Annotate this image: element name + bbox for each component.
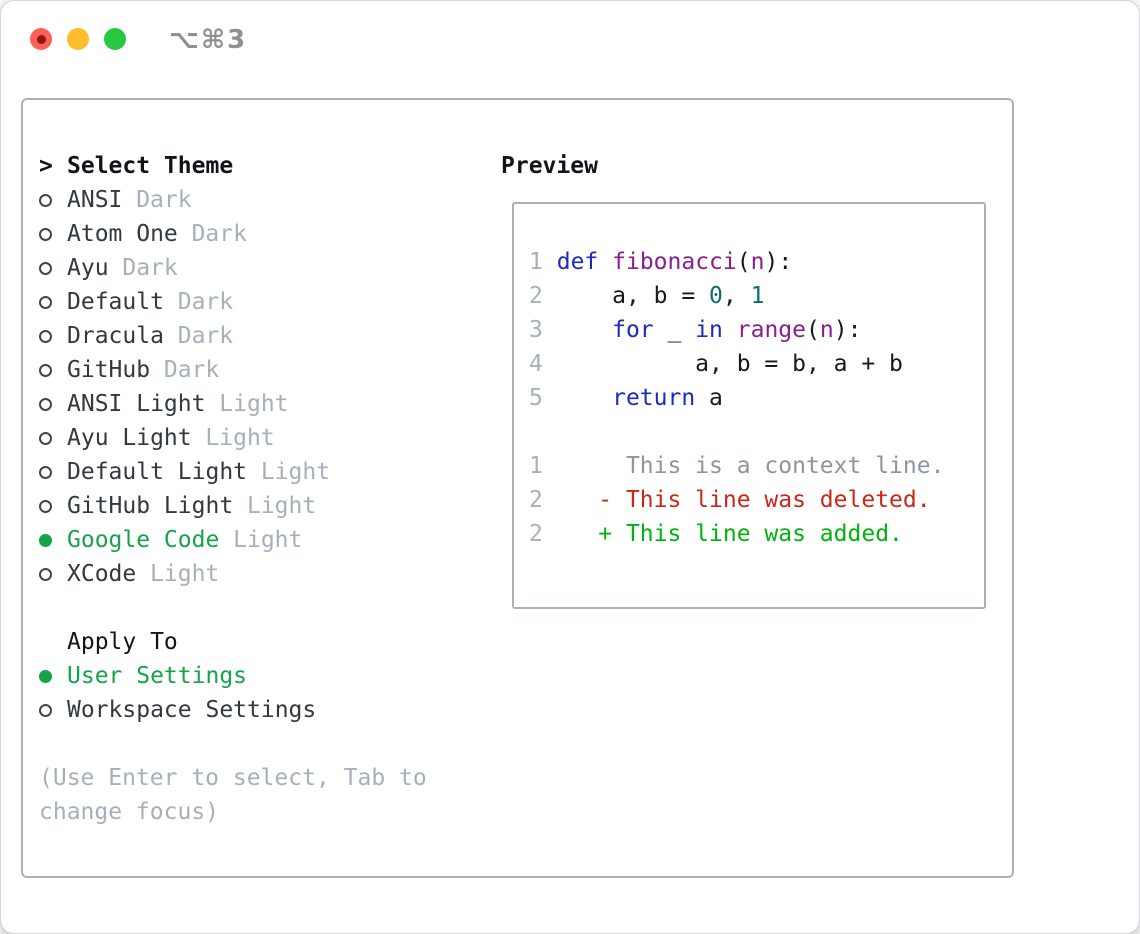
theme-list-title: Select Theme bbox=[67, 153, 234, 179]
theme-option-google-code[interactable]: Google Code Light bbox=[39, 523, 427, 557]
diff-line-add: 2 + This line was added. bbox=[529, 521, 903, 547]
theme-option-ansi-light[interactable]: ANSI Light Light bbox=[39, 387, 427, 421]
radio-icon bbox=[39, 669, 67, 683]
theme-name: Atom One bbox=[67, 221, 178, 247]
theme-option-ansi[interactable]: ANSI Dark bbox=[39, 183, 427, 217]
theme-name: ANSI Light bbox=[67, 391, 206, 417]
diff-line-del: 2 - This line was deleted. bbox=[529, 487, 931, 513]
apply-option-name: Workspace Settings bbox=[67, 697, 317, 723]
radio-icon bbox=[39, 499, 67, 513]
line-number: 2 bbox=[529, 521, 543, 547]
code-line: 5 return a bbox=[529, 385, 723, 411]
theme-variant-tag: Dark bbox=[163, 357, 220, 383]
preview-title: Preview bbox=[501, 153, 598, 179]
code-line: 4 a, b = b, a + b bbox=[529, 351, 903, 377]
theme-variant-tag: Light bbox=[219, 391, 289, 417]
theme-option-github[interactable]: GitHub Dark bbox=[39, 353, 427, 387]
theme-name: Default Light bbox=[67, 459, 248, 485]
apply-option-workspace-settings[interactable]: Workspace Settings bbox=[39, 693, 427, 727]
apply-to-header: Apply To bbox=[39, 625, 427, 659]
theme-name: Default bbox=[67, 289, 164, 315]
apply-option-name: User Settings bbox=[67, 663, 248, 689]
theme-variant-tag: Light bbox=[246, 493, 317, 519]
apply-option-user-settings[interactable]: User Settings bbox=[39, 659, 427, 693]
theme-option-dracula[interactable]: Dracula Dark bbox=[39, 319, 427, 353]
radio-icon bbox=[39, 363, 67, 377]
code-line: 3 for _ in range(n): bbox=[529, 317, 862, 343]
theme-name: Ayu bbox=[67, 255, 109, 281]
cursor-icon: > bbox=[39, 153, 53, 179]
spacer bbox=[39, 591, 427, 625]
theme-variant-tag: Light bbox=[260, 459, 331, 485]
radio-icon bbox=[39, 329, 67, 343]
apply-to-title: Apply To bbox=[67, 629, 178, 655]
theme-variant-tag: Dark bbox=[177, 323, 234, 349]
line-number: 4 bbox=[529, 351, 543, 377]
theme-option-ayu[interactable]: Ayu Dark bbox=[39, 251, 427, 285]
radio-icon bbox=[39, 261, 67, 275]
radio-icon bbox=[39, 703, 67, 717]
line-number: 3 bbox=[529, 317, 543, 343]
theme-name: XCode bbox=[67, 561, 137, 587]
close-button[interactable] bbox=[30, 28, 52, 50]
radio-icon bbox=[39, 533, 67, 547]
theme-name: GitHub Light bbox=[67, 493, 234, 519]
theme-option-github-light[interactable]: GitHub Light Light bbox=[39, 489, 427, 523]
theme-variant-tag: Light bbox=[233, 527, 303, 553]
theme-name: ANSI bbox=[67, 187, 123, 213]
minimize-button[interactable] bbox=[67, 28, 89, 50]
theme-variant-tag: Dark bbox=[191, 221, 247, 247]
titlebar bbox=[30, 28, 126, 50]
code-lines: 1 def fibonacci(n): 2 a, b = 0, 1 3 for _ … bbox=[529, 245, 944, 415]
theme-list-header: > Select Theme bbox=[39, 149, 427, 183]
code-line: 2 a, b = 0, 1 bbox=[529, 283, 765, 309]
line-number: 5 bbox=[529, 385, 543, 411]
hint-text: (Use Enter to select, Tab to change focu… bbox=[39, 765, 427, 825]
radio-icon bbox=[39, 465, 67, 479]
theme-option-ayu-light[interactable]: Ayu Light Light bbox=[39, 421, 427, 455]
radio-icon bbox=[39, 431, 67, 445]
line-number: 1 bbox=[529, 249, 543, 275]
radio-icon bbox=[39, 227, 67, 241]
spacer bbox=[39, 727, 427, 761]
code-line: 1 def fibonacci(n): bbox=[529, 249, 793, 275]
theme-name: Dracula bbox=[67, 323, 164, 349]
diff-line-ctx: 1 This is a context line. bbox=[529, 453, 945, 479]
theme-name: GitHub bbox=[67, 357, 151, 383]
theme-option-atom-one[interactable]: Atom One Dark bbox=[39, 217, 427, 251]
theme-variant-tag: Dark bbox=[122, 255, 178, 281]
line-number: 2 bbox=[529, 487, 543, 513]
preview-box: 1 def fibonacci(n): 2 a, b = 0, 1 3 for _ … bbox=[512, 202, 986, 609]
radio-icon bbox=[39, 295, 67, 309]
preview-code: 1 def fibonacci(n): 2 a, b = 0, 1 3 for _ … bbox=[529, 245, 944, 551]
theme-variant-tag: Dark bbox=[136, 187, 192, 213]
theme-variant-tag: Light bbox=[205, 425, 275, 451]
theme-name: Ayu Light bbox=[67, 425, 192, 451]
diff-lines: 1 This is a context line. 2 - This line w… bbox=[529, 449, 944, 551]
theme-variant-tag: Dark bbox=[177, 289, 234, 315]
line-number: 1 bbox=[529, 453, 543, 479]
radio-icon bbox=[39, 567, 67, 581]
theme-option-xcode[interactable]: XCode Light bbox=[39, 557, 427, 591]
theme-option-default[interactable]: Default Dark bbox=[39, 285, 427, 319]
zoom-button[interactable] bbox=[104, 28, 126, 50]
theme-variant-tag: Light bbox=[150, 561, 220, 587]
line-number: 2 bbox=[529, 283, 543, 309]
window-title: ⌥⌘3 bbox=[169, 25, 248, 55]
theme-name: Google Code bbox=[67, 527, 220, 553]
radio-icon bbox=[39, 397, 67, 411]
radio-icon bbox=[39, 193, 67, 207]
theme-option-default-light[interactable]: Default Light Light bbox=[39, 455, 427, 489]
